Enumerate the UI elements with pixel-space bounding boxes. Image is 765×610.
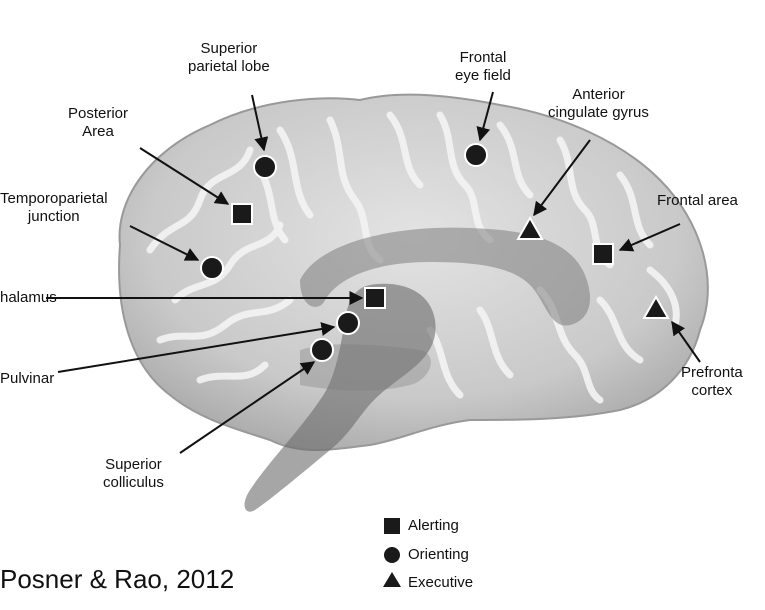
legend-alerting-label: Alerting (408, 517, 459, 535)
marker-superior-parietal-lobe (254, 156, 276, 178)
citation: Posner & Rao, 2012 (0, 563, 234, 595)
marker-frontal-area (593, 244, 613, 264)
label-pulvinar: Pulvinar (0, 370, 54, 388)
label-temporoparietal-junction: Temporoparietal junction (0, 190, 108, 226)
marker-thalamus-circle (337, 312, 359, 334)
legend-symbols (383, 518, 401, 587)
legend-executive-icon (383, 572, 401, 587)
label-frontal-eye-field: Frontal eye field (455, 49, 511, 85)
legend-alerting-icon (384, 518, 400, 534)
label-frontal-area: Frontal area (657, 192, 738, 210)
legend-alerting: Alerting (408, 517, 459, 535)
label-posterior-area: Posterior Area (68, 105, 128, 141)
marker-frontal-eye-field (465, 144, 487, 166)
label-superior-colliculus: Superior colliculus (103, 456, 164, 492)
label-prefrontal-cortex: Prefronta cortex (681, 364, 743, 400)
legend-orienting: Orienting (408, 546, 469, 564)
legend-executive-label: Executive (408, 574, 473, 592)
marker-thalamus (365, 288, 385, 308)
legend-orienting-label: Orienting (408, 546, 469, 564)
legend-orienting-icon (384, 547, 400, 563)
marker-temporoparietal-junction (201, 257, 223, 279)
marker-posterior-area (232, 204, 252, 224)
marker-pulvinar (311, 339, 333, 361)
legend-executive: Executive (408, 574, 473, 592)
label-superior-parietal-lobe: Superior parietal lobe (188, 40, 270, 76)
label-anterior-cingulate-gyrus: Anterior cingulate gyrus (548, 86, 649, 122)
label-thalamus: halamus (0, 289, 57, 307)
